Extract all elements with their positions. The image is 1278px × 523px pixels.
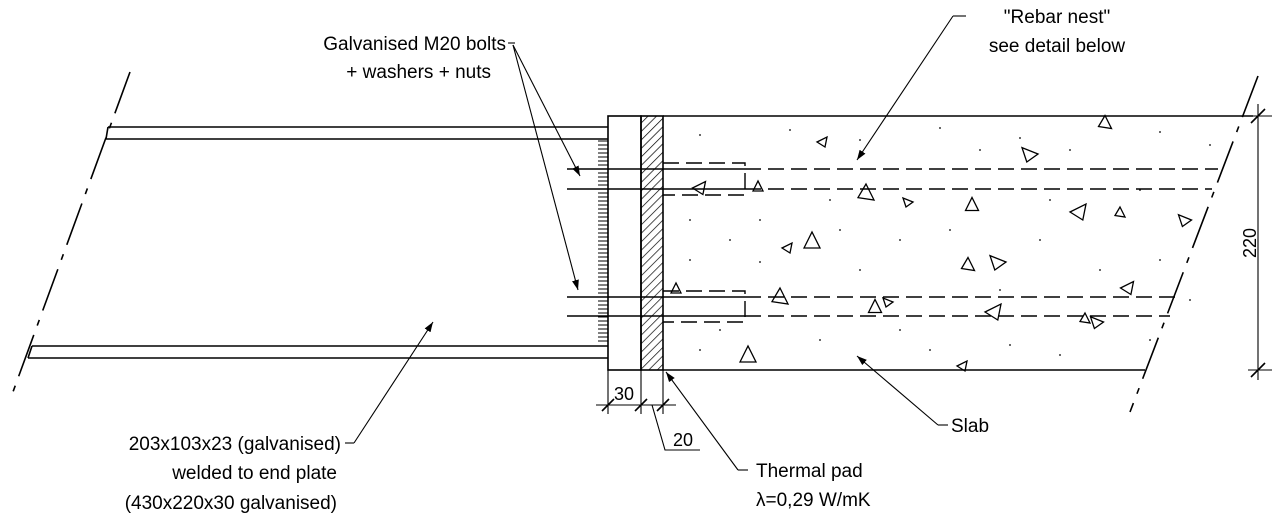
label-rebar-line2: see detail below: [989, 36, 1126, 57]
dimension-30-text: 30: [614, 384, 634, 404]
label-pad-line2: λ=0,29 W/mK: [756, 490, 871, 511]
label-beam-line1: 203x103x23 (galvanised): [129, 434, 341, 455]
beam-left-break-line: [9, 71, 131, 401]
label-beam-line2: welded to end plate: [171, 463, 337, 484]
bolt-lower-group: [567, 290, 746, 323]
label-bolts-line1: Galvanised M20 bolts: [323, 34, 506, 55]
dimension-plate-pad: 30 20: [596, 370, 700, 451]
dimension-slab-depth: 220: [1240, 104, 1272, 380]
beam-bottom-flange: [27, 345, 608, 359]
slab-right-break-line: [1129, 75, 1259, 413]
label-bolts-line2: + washers + nuts: [346, 62, 491, 83]
bolt-upper-group: [567, 162, 746, 196]
weld-symbol: [598, 140, 608, 342]
rebar-sleeve-upper: [663, 162, 746, 196]
label-slab: Slab: [951, 416, 989, 437]
label-beam-line3: (430x220x30 galvanised): [125, 493, 337, 514]
rebar-sleeve-lower: [663, 290, 746, 323]
rebar-nest: [745, 168, 1218, 317]
concrete-slab: [663, 75, 1259, 413]
dimension-20-text: 20: [673, 430, 693, 450]
beam-top-flange: [105, 126, 608, 140]
concrete-aggregate-hatch: [669, 114, 1211, 373]
label-rebar-line1: "Rebar nest": [1004, 7, 1110, 28]
thermal-pad: [640, 115, 664, 371]
label-pad-line1: Thermal pad: [756, 461, 863, 482]
dimension-220-text: 220: [1240, 228, 1260, 258]
leaders: [345, 15, 966, 471]
end-plate: [607, 115, 642, 371]
steel-beam: [9, 71, 608, 401]
